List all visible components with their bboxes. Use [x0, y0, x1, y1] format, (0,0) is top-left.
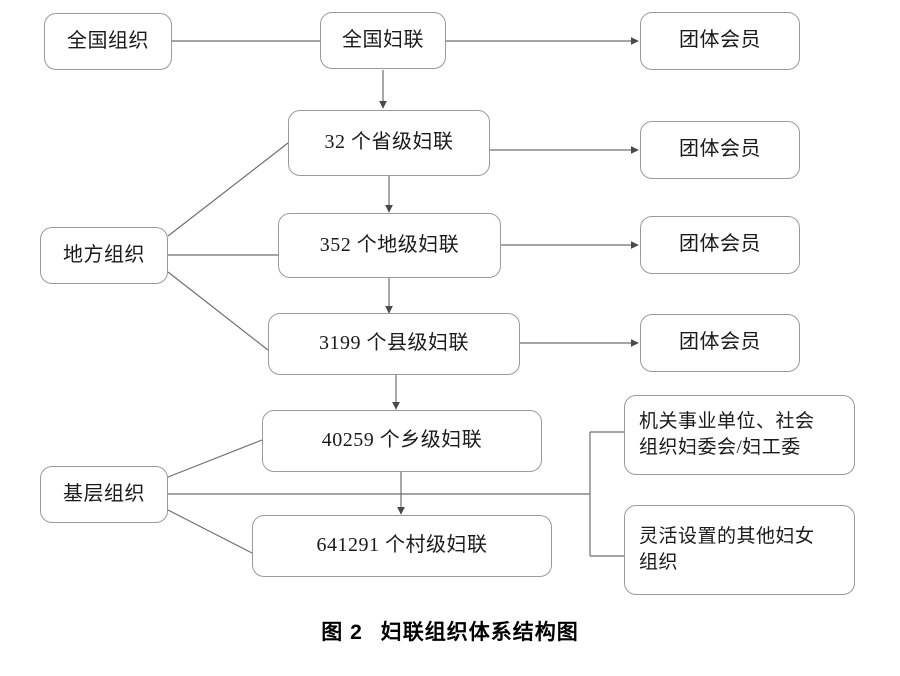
figure-caption: 图 2 妇联组织体系结构图: [0, 616, 900, 646]
node-acwf[interactable]: 全国妇联: [320, 12, 446, 69]
node-unit-organs-text: 机关事业单位、社会 组织妇委会/妇工委: [639, 409, 815, 461]
node-group-member-prefecture[interactable]: 团体会员: [640, 216, 800, 274]
figure-caption-label: 图 2: [321, 621, 363, 644]
node-province[interactable]: 32 个省级妇联: [288, 110, 490, 176]
link-grassroots-to-township: [167, 439, 263, 478]
category-grassroots-label: 基层组织: [63, 482, 145, 505]
node-group-member-county[interactable]: 团体会员: [640, 314, 800, 372]
node-group-member-province-label: 团体会员: [679, 138, 761, 161]
node-unit-other[interactable]: 灵活设置的其他妇女 组织: [624, 505, 855, 595]
node-village-label: 641291 个村级妇联: [316, 534, 488, 557]
node-township-label: 40259 个乡级妇联: [321, 429, 483, 452]
node-group-member-prefecture-label: 团体会员: [679, 233, 761, 256]
category-national[interactable]: 全国组织: [44, 13, 172, 70]
link-grassroots-to-village: [167, 509, 253, 554]
node-village[interactable]: 641291 个村级妇联: [252, 515, 552, 577]
node-prefecture[interactable]: 352 个地级妇联: [278, 213, 501, 278]
node-group-member-acwf[interactable]: 团体会员: [640, 12, 800, 70]
node-unit-organs[interactable]: 机关事业单位、社会 组织妇委会/妇工委: [624, 395, 855, 475]
node-group-member-acwf-label: 团体会员: [679, 29, 761, 52]
category-national-label: 全国组织: [67, 29, 149, 52]
node-county-label: 3199 个县级妇联: [319, 332, 469, 355]
link-local-to-county: [167, 271, 269, 351]
node-province-label: 32 个省级妇联: [324, 131, 454, 154]
node-unit-other-line2: 组织: [639, 552, 679, 573]
category-local-label: 地方组织: [63, 243, 145, 266]
node-township[interactable]: 40259 个乡级妇联: [262, 410, 542, 472]
node-group-member-county-label: 团体会员: [679, 331, 761, 354]
node-acwf-label: 全国妇联: [342, 28, 424, 51]
node-unit-organs-line1: 机关事业单位、社会: [639, 410, 815, 432]
link-local-to-province: [167, 142, 289, 237]
node-unit-organs-line2: 组织妇委会/妇工委: [639, 437, 801, 458]
figure-caption-title: 妇联组织体系结构图: [380, 621, 579, 644]
node-group-member-province[interactable]: 团体会员: [640, 121, 800, 179]
node-prefecture-label: 352 个地级妇联: [319, 233, 460, 256]
node-unit-other-text: 灵活设置的其他妇女 组织: [639, 524, 815, 576]
node-unit-other-line1: 灵活设置的其他妇女: [639, 525, 815, 547]
node-county[interactable]: 3199 个县级妇联: [268, 313, 520, 375]
category-grassroots[interactable]: 基层组织: [40, 466, 168, 523]
category-local[interactable]: 地方组织: [40, 227, 168, 284]
